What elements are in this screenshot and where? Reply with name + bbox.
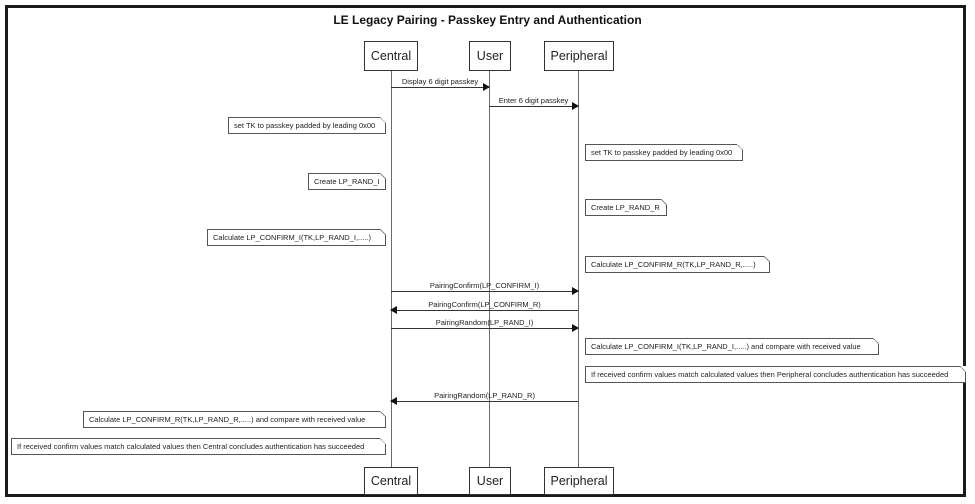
lifeline-peripheral: [578, 71, 579, 468]
participant-central-bottom: Central: [364, 467, 418, 495]
note-peripheral-result: If received confirm values match calcula…: [585, 366, 966, 383]
participant-user-top: User: [469, 41, 511, 71]
participant-user-bottom: User: [469, 467, 511, 495]
participant-peripheral-top: Peripheral: [544, 41, 614, 71]
message-label: Display 6 digit passkey: [401, 77, 479, 86]
note-central-calc-confirm: Calculate LP_CONFIRM_I(TK,LP_RAND_I,....…: [207, 229, 386, 246]
note-peripheral-calc-confirm: Calculate LP_CONFIRM_R(TK,LP_RAND_R,....…: [585, 256, 770, 273]
note-central-set-tk: set TK to passkey padded by leading 0x00: [228, 117, 386, 134]
message-pairing-confirm-i: PairingConfirm(LP_CONFIRM_I): [391, 281, 579, 295]
message-display-passkey: Display 6 digit passkey: [391, 77, 490, 91]
note-peripheral-compare: Calculate LP_CONFIRM_I(TK,LP_RAND_I,....…: [585, 338, 879, 355]
message-pairing-confirm-r: PairingConfirm(LP_CONFIRM_R): [390, 300, 578, 314]
note-central-create-rand: Create LP_RAND_I: [308, 173, 386, 190]
note-central-result: If received confirm values match calcula…: [11, 438, 386, 455]
message-label: PairingConfirm(LP_CONFIRM_R): [428, 300, 541, 309]
note-peripheral-set-tk: set TK to passkey padded by leading 0x00: [585, 144, 743, 161]
message-label: Enter 6 digit passkey: [498, 96, 569, 105]
lifeline-central: [391, 71, 392, 468]
lifeline-user: [489, 71, 490, 468]
message-label: PairingConfirm(LP_CONFIRM_I): [429, 281, 540, 290]
participant-peripheral-bottom: Peripheral: [544, 467, 614, 495]
message-enter-passkey: Enter 6 digit passkey: [489, 96, 579, 110]
note-central-compare: Calculate LP_CONFIRM_R(TK,LP_RAND_R,....…: [83, 411, 386, 428]
message-label: PairingRandom(LP_RAND_R): [434, 391, 535, 400]
message-pairing-random-r: PairingRandom(LP_RAND_R): [390, 391, 578, 405]
diagram-title: LE Legacy Pairing - Passkey Entry and Au…: [333, 13, 642, 27]
note-peripheral-create-rand: Create LP_RAND_R: [585, 199, 667, 216]
message-label: PairingRandom(LP_RAND_I): [435, 318, 534, 327]
message-pairing-random-i: PairingRandom(LP_RAND_I): [391, 318, 579, 332]
participant-central-top: Central: [364, 41, 418, 71]
